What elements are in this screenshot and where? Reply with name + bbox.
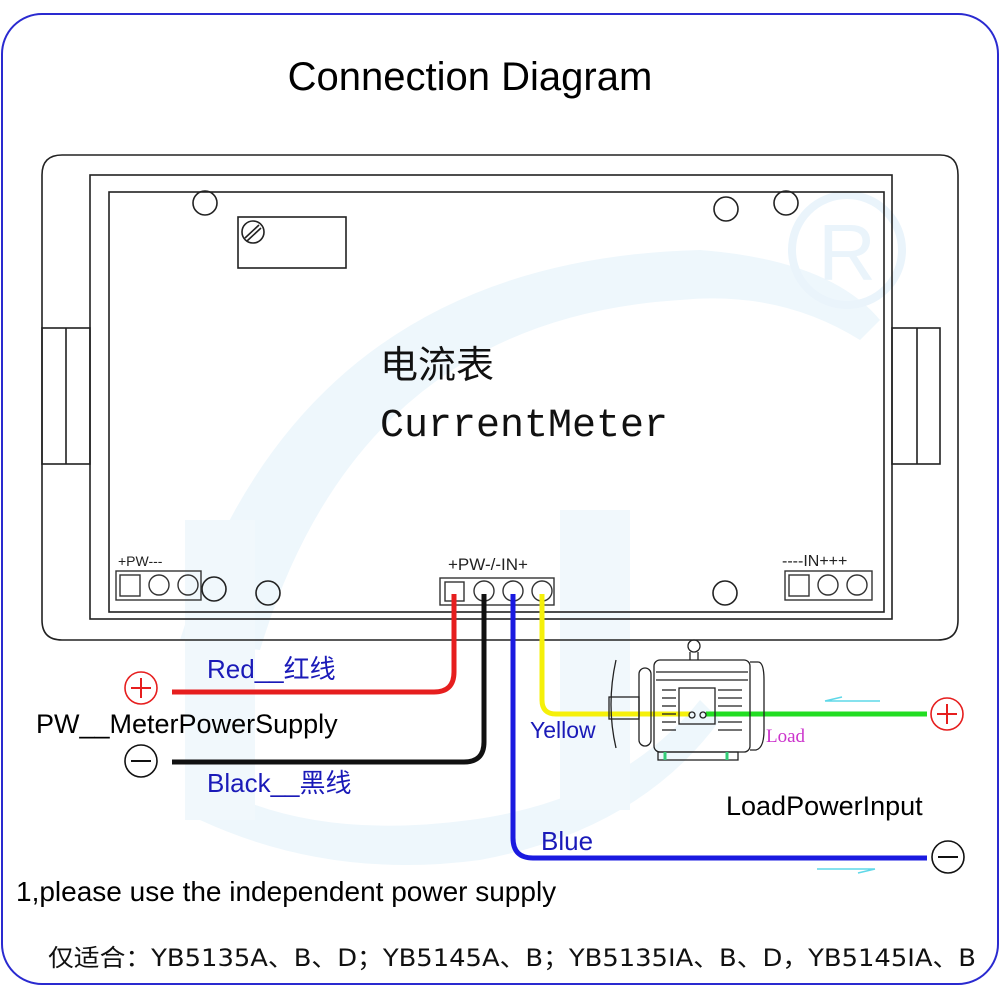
mount-hole bbox=[201, 576, 227, 602]
blue-wire-label: Blue bbox=[541, 826, 593, 856]
potentiometer-block bbox=[237, 216, 347, 269]
connector-left bbox=[115, 570, 202, 601]
compatibility-note: 仅适合：YB5135A、B、D；YB5145A、B；YB5135IA、B、D，Y… bbox=[48, 944, 976, 972]
connector-left-label: +PW--- bbox=[118, 553, 163, 569]
current-direction-arrow bbox=[824, 696, 880, 702]
pin-round bbox=[817, 574, 839, 596]
watermark-letter-y bbox=[185, 520, 255, 820]
registered-mark-circle bbox=[788, 191, 906, 309]
right-clip bbox=[891, 327, 941, 465]
mount-hole bbox=[255, 580, 281, 606]
red-wire-label: Red__红线 bbox=[207, 654, 336, 684]
load-power-input-label: LoadPowerInput bbox=[726, 791, 923, 821]
mount-hole bbox=[773, 190, 799, 216]
motor-terminal-box bbox=[678, 687, 716, 725]
watermark: R bbox=[180, 191, 906, 865]
connector-center-label: +PW-/-IN+ bbox=[448, 555, 528, 574]
wire-yellow bbox=[539, 594, 690, 717]
pin-square bbox=[119, 574, 141, 597]
load-label: Load bbox=[766, 726, 806, 747]
connector-right-label: ----IN+++ bbox=[782, 553, 847, 570]
meter-housing bbox=[41, 154, 959, 641]
watermark-swoosh-2 bbox=[200, 700, 720, 865]
motor-load-icon bbox=[608, 639, 765, 761]
outer-frame bbox=[1, 13, 999, 985]
adjust-screw-icon bbox=[241, 220, 265, 244]
note-independent-power: 1,please use the independent power suppl… bbox=[16, 876, 556, 907]
motor-endcap bbox=[638, 667, 652, 747]
connector-center bbox=[439, 577, 555, 606]
motor-endbell bbox=[750, 661, 765, 751]
pin-round bbox=[148, 574, 170, 596]
meter-bezel bbox=[41, 154, 959, 641]
adjust-screw-slot bbox=[244, 224, 260, 239]
watermark-letter-b bbox=[560, 510, 630, 810]
pin-round bbox=[177, 574, 199, 596]
wire-blue bbox=[510, 594, 927, 861]
meter-power-supply-label: PW__MeterPowerSupply bbox=[36, 709, 338, 739]
registered-mark-letter: R bbox=[818, 208, 876, 297]
mount-hole bbox=[712, 580, 738, 606]
adjust-screw-slot bbox=[246, 227, 262, 242]
pin-square bbox=[788, 574, 810, 597]
wire-red bbox=[172, 594, 457, 695]
wire-black bbox=[172, 594, 487, 765]
motor-base bbox=[657, 751, 739, 761]
page-title: Connection Diagram bbox=[288, 55, 653, 99]
pin-round bbox=[846, 574, 868, 596]
watermark-swoosh bbox=[180, 250, 880, 650]
meter-label-cn: 电流表 bbox=[380, 343, 494, 387]
mount-hole bbox=[192, 190, 218, 216]
motor-lift-eye bbox=[687, 639, 701, 653]
meter-label-en: CurrentMeter bbox=[380, 404, 668, 449]
motor-terminal bbox=[699, 711, 707, 719]
meter-pcb bbox=[108, 191, 885, 613]
yellow-wire-label: Yellow bbox=[530, 717, 596, 743]
connector-right bbox=[784, 570, 873, 601]
mount-hole bbox=[713, 196, 739, 222]
current-direction-arrow bbox=[817, 868, 876, 874]
black-wire-label: Black__黑线 bbox=[207, 768, 352, 798]
motor-terminal bbox=[688, 711, 696, 719]
motor-fan bbox=[610, 659, 617, 749]
